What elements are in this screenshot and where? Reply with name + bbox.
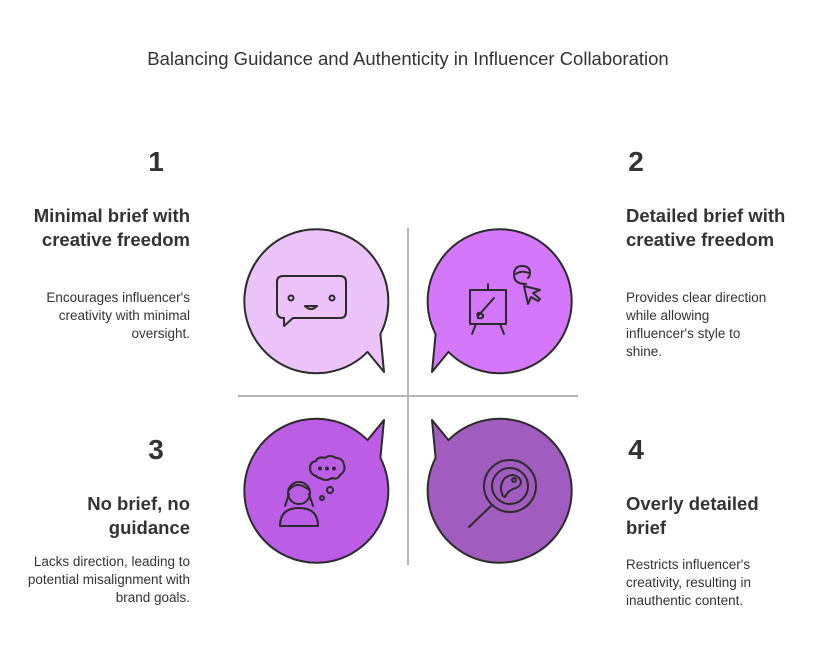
easel-artist-icon: [469, 265, 541, 335]
page-title: Balancing Guidance and Authenticity in I…: [147, 48, 669, 69]
quadrant-2-number: 2: [628, 146, 644, 177]
chat-face-icon: [276, 275, 347, 327]
quadrant-2-heading: Detailed brief with creative freedom: [626, 205, 786, 250]
quadrant-3-description: Lacks direction, leading to potential mi…: [27, 554, 190, 605]
bubble-4: [426, 417, 573, 564]
person-thinking-icon: [279, 455, 346, 527]
quadrant-1-heading: Minimal brief with creative freedom: [33, 205, 190, 250]
quadrant-3-number: 3: [148, 434, 164, 465]
quadrant-1-number: 1: [148, 146, 164, 177]
quadrant-2-description: Provides clear direction while allowing …: [626, 290, 767, 359]
quadrant-3-heading: No brief, no guidance: [87, 493, 190, 538]
quadrant-4-heading: Overly detailed brief: [626, 493, 759, 538]
quadrant-4-number: 4: [628, 434, 644, 465]
bubble-2: [426, 228, 573, 375]
quadrant-1-description: Encourages influencer's creativity with …: [46, 290, 190, 341]
magnifier-icon: [468, 459, 537, 528]
bubble-1: [243, 228, 390, 375]
quadrant-4-description: Restricts influencer's creativity, resul…: [626, 557, 752, 608]
bubble-3: [243, 417, 390, 564]
